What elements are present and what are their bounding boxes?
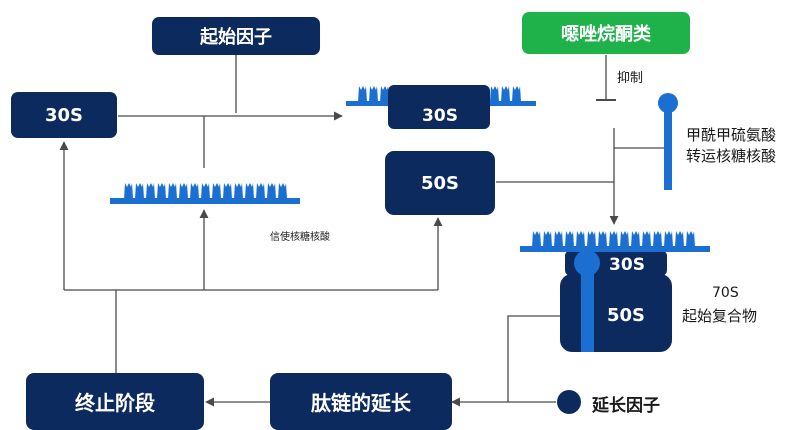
70s-mrna-teeth xyxy=(532,231,695,247)
mrna-tooth xyxy=(179,183,188,199)
mrna-tooth xyxy=(358,86,367,102)
trna-head xyxy=(658,93,678,113)
mrna-tooth xyxy=(278,183,287,199)
elongation-factor-dot xyxy=(557,390,581,414)
complex-30s-label: 30S xyxy=(422,106,458,126)
mrna-strand-teeth xyxy=(124,183,287,199)
mrna-tooth xyxy=(565,231,574,247)
mrna-tooth xyxy=(642,231,651,247)
mrna-tooth xyxy=(576,231,585,247)
trna-label-line2: 转运核糖核酸 xyxy=(686,147,777,165)
mrna-tooth xyxy=(256,183,265,199)
mrna-tooth xyxy=(598,231,607,247)
mrna-tooth xyxy=(190,183,199,199)
termination-stage-box: 终止阶段 xyxy=(26,373,204,430)
70s-trna-head xyxy=(574,250,600,276)
70s-trna-stem xyxy=(581,262,594,352)
complex-30s-body xyxy=(388,85,490,129)
initiation-complex-label: 起始复合物 xyxy=(682,307,758,325)
mrna-tooth xyxy=(369,86,378,102)
70s-mrna-base xyxy=(520,246,710,252)
mrna-tooth xyxy=(543,231,552,247)
mrna-tooth xyxy=(631,231,640,247)
mrna-tooth xyxy=(490,86,499,102)
70s-50s-label: 50S xyxy=(606,304,645,326)
70s-complex xyxy=(520,231,710,352)
mrna-tooth xyxy=(501,86,510,102)
mrna-tooth xyxy=(653,231,662,247)
mrna-tooth xyxy=(168,183,177,199)
peptide-elongation-box: 肽链的延长 xyxy=(270,373,452,430)
mrna-tooth xyxy=(380,86,389,102)
mrna-strand xyxy=(110,183,300,204)
mrna-label: 信使核糖核酸 xyxy=(270,232,330,243)
mrna-tooth xyxy=(267,183,276,199)
mrna-tooth xyxy=(609,231,618,247)
mrna-tooth xyxy=(234,183,243,199)
70s-30s-label: 30S xyxy=(609,255,645,275)
mrna-tooth xyxy=(587,231,596,247)
connector-lines xyxy=(59,55,665,407)
mrna-tooth xyxy=(675,231,684,247)
70s-to-elongation-arrow xyxy=(451,315,560,407)
mrna-tooth xyxy=(223,183,232,199)
30s-subunit-box: 30S xyxy=(11,92,117,138)
mrna-tooth xyxy=(686,231,695,247)
inhibit-label: 抑制 xyxy=(617,71,644,86)
mrna-tooth xyxy=(201,183,210,199)
mrna-tooth xyxy=(245,183,254,199)
trna-label-line1: 甲酰甲硫氨酸 xyxy=(686,126,777,144)
70s-label: 70S xyxy=(712,285,739,301)
elongation-factor-label: 延长因子 xyxy=(592,396,660,416)
mrna-tooth xyxy=(554,231,563,247)
mrna-tooth xyxy=(146,183,155,199)
mrna-tooth xyxy=(212,183,221,199)
mrna-tooth xyxy=(124,183,133,199)
mrna-tooth xyxy=(157,183,166,199)
oxazolidinones-box: 噁唑烷酮类 xyxy=(522,12,690,54)
mrna-tooth xyxy=(135,183,144,199)
mrna-tooth xyxy=(620,231,629,247)
50s-subunit-box: 50S xyxy=(385,151,495,215)
mrna-tooth xyxy=(664,231,673,247)
fmet-trna xyxy=(658,93,678,190)
mrna-tooth xyxy=(512,86,521,102)
mrna-strand-base xyxy=(110,198,300,204)
mrna-tooth xyxy=(532,231,541,247)
initiation-factor-box: 起始因子 xyxy=(152,17,320,55)
trna-stem xyxy=(664,108,672,190)
top-complex xyxy=(346,85,536,129)
bottom-loop-line xyxy=(115,289,438,373)
